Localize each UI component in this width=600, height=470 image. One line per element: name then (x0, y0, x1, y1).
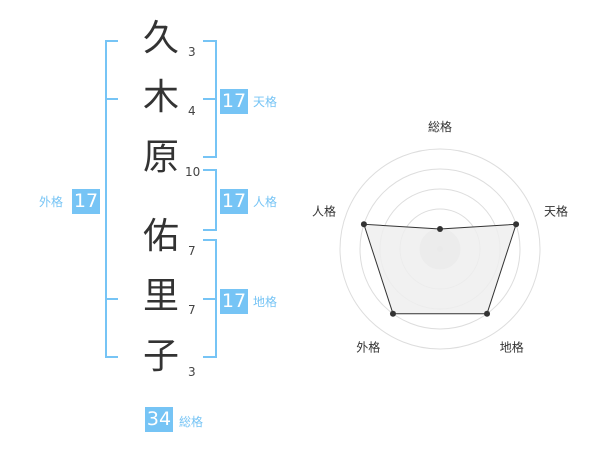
stroke-count-3: 10 (185, 165, 201, 179)
bracket-lines (105, 40, 217, 358)
radar-axis-label-2: 天格 (544, 203, 568, 218)
stroke-count-2: 4 (188, 104, 196, 118)
soukaku-label: 総格 (179, 415, 204, 429)
name-char-3: 原 (143, 137, 180, 178)
name-char-5: 里 (143, 276, 180, 317)
radar-point-1 (437, 226, 443, 232)
stroke-count-1: 3 (188, 45, 196, 59)
soukaku-badge: 34 (145, 407, 173, 432)
gaikaku-bracket (105, 40, 118, 358)
radar-point-4 (389, 310, 396, 317)
radar-axis-label-4: 外格 (356, 340, 380, 355)
name-char-2: 木 (143, 77, 180, 118)
tenkaku-label: 天格 (253, 95, 278, 109)
name-char-1: 久 (143, 18, 180, 59)
tenkaku-badge: 17 (220, 89, 248, 114)
jinkaku-bracket (203, 169, 217, 231)
radar-point-3 (484, 310, 491, 317)
jinkaku-label: 人格 (253, 195, 278, 209)
jinkaku-badge: 17 (220, 189, 248, 214)
stroke-count-5: 7 (188, 303, 196, 317)
radar-axis-label-3: 地格 (500, 340, 524, 355)
name-char-4: 佑 (143, 216, 180, 257)
radar-ring (339, 148, 541, 350)
radar-point-2 (513, 221, 520, 228)
gaikaku-badge: 17 (72, 189, 100, 214)
name-char-6: 子 (143, 336, 180, 377)
chikaku-badge: 17 (220, 289, 248, 314)
radar-point-5 (360, 221, 367, 228)
chikaku-label: 地格 (253, 295, 278, 309)
radar-series-polygon (363, 223, 517, 315)
stroke-count-6: 3 (188, 365, 196, 379)
gaikaku-label: 外格 (39, 195, 64, 209)
stroke-count-4: 7 (188, 244, 196, 258)
radar-axis-label-5: 人格 (312, 203, 336, 218)
radar-ring (359, 168, 521, 330)
radar-axis-label-1: 総格 (428, 119, 452, 134)
